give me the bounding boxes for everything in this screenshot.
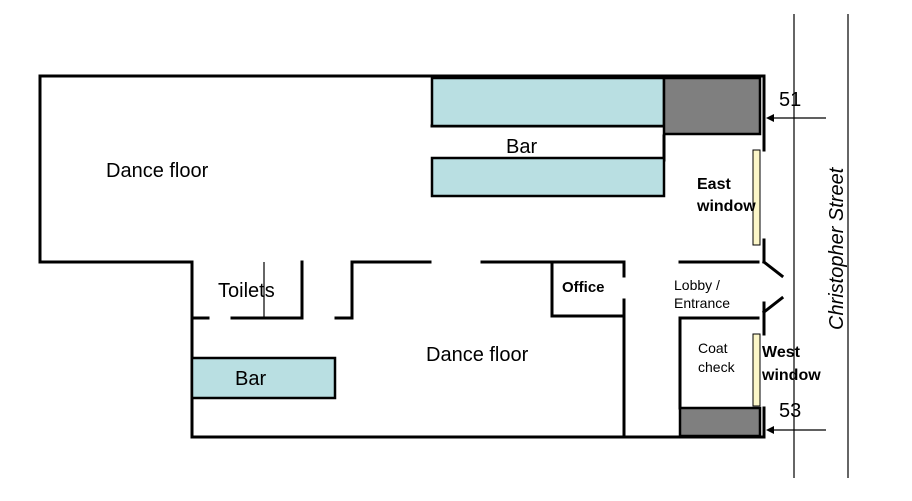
street-name-label: Christopher Street <box>826 166 848 330</box>
office-label: Office <box>562 279 605 296</box>
toilets-label: Toilets <box>218 280 275 302</box>
west-window-label-line2: window <box>761 367 821 384</box>
coat-check-label-line2: check <box>698 359 736 375</box>
lobby-label-line1: Lobby / <box>674 277 720 293</box>
east-window-label-line2: window <box>696 198 756 215</box>
lower-bar-counter <box>190 356 337 400</box>
outer-wall <box>38 74 766 439</box>
bar-upper-label: Bar <box>506 136 537 158</box>
dance-floor-upper-label: Dance floor <box>106 160 209 182</box>
coat-check-label-line1: Coat <box>698 340 728 356</box>
upper-bar-back-counter <box>430 156 666 198</box>
east-window-label-line1: East <box>697 176 731 193</box>
upper-bar-counter <box>430 76 666 128</box>
structural-block-south <box>678 406 762 438</box>
address-51-label: 51 <box>779 89 801 111</box>
dance-floor-lower-label: Dance floor <box>426 344 529 366</box>
west-window-label-line1: West <box>762 344 801 361</box>
east-window <box>752 149 761 246</box>
lobby-label-line2: Entrance <box>674 295 730 311</box>
bar-lower-label: Bar <box>235 368 266 390</box>
entrance-door-south <box>761 295 785 315</box>
structural-block-north <box>662 76 762 136</box>
arrow-51 <box>766 114 826 122</box>
entrance-door-north <box>761 259 785 279</box>
west-window <box>752 333 761 407</box>
arrow-53 <box>766 426 826 434</box>
address-53-label: 53 <box>779 400 801 422</box>
